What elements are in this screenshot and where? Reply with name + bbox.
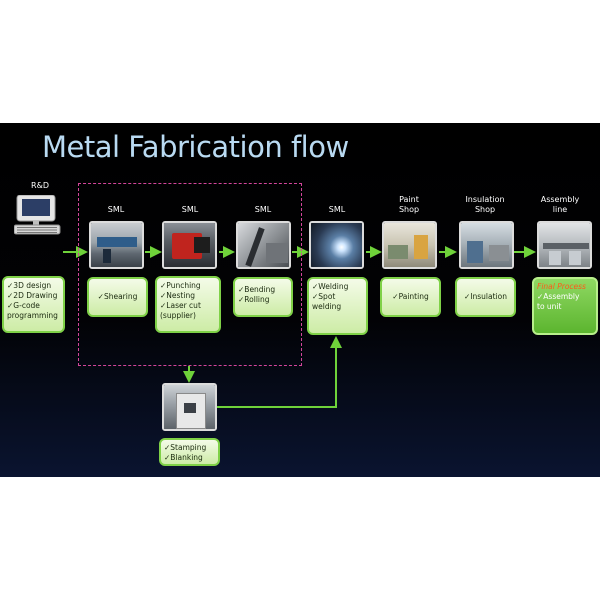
stage-box-shearing: ✓Shearing: [87, 277, 148, 317]
stage-label-assembly: Assembly line: [540, 195, 580, 214]
list-item: ✓Insulation: [464, 292, 507, 301]
list-item: ✓Painting: [392, 292, 429, 301]
insulation-shop-photo: [459, 221, 514, 269]
list-item: ✓Nesting: [160, 291, 195, 300]
computer-icon: [13, 194, 62, 235]
slide: Metal Fabrication flow R&D: [0, 123, 600, 477]
flow-arrows: [63, 246, 536, 408]
stage-label-bending: SML: [254, 205, 272, 214]
paint-shop-photo: [382, 221, 437, 269]
list-item: ✓Shearing: [97, 292, 138, 301]
stage-label-rnd: R&D: [31, 181, 49, 190]
sml-group-outline: [78, 183, 302, 366]
list-item: ✓Bending: [238, 285, 276, 294]
stage-label-punching: SML: [181, 205, 199, 214]
stage-box-stamping: ✓Stamping ✓Blanking: [159, 438, 220, 466]
list-item: ✓3D design: [7, 281, 52, 290]
list-item: ✓Rolling: [238, 295, 270, 304]
assembly-line-photo: [537, 221, 592, 269]
list-item: ✓Spot welding: [312, 292, 342, 311]
stage-box-insulation: ✓Insulation: [455, 277, 516, 317]
stage-box-bending: ✓Bending ✓Rolling: [233, 277, 293, 317]
page-title: Metal Fabrication flow: [42, 130, 349, 164]
list-item: ✓2D Drawing: [7, 291, 58, 300]
list-item: ✓Laser cut (supplier): [160, 301, 201, 320]
shearing-machine-photo: [89, 221, 144, 269]
stage-box-welding: ✓Welding ✓Spot welding: [307, 277, 368, 335]
stamping-press-photo: [162, 383, 217, 431]
stage-label-shearing: SML: [107, 205, 125, 214]
stage-box-rnd: ✓3D design ✓2D Drawing ✓G-code programmi…: [2, 276, 65, 333]
final-process-title: Final Process: [537, 282, 586, 291]
list-item: ✓Blanking: [164, 453, 203, 462]
stage-label-paint: Paint Shop: [398, 195, 420, 214]
list-item: ✓G-code programming: [7, 301, 58, 320]
list-item: ✓Stamping: [164, 443, 207, 452]
stage-box-paint: ✓Painting: [380, 277, 441, 317]
list-item: ✓Welding: [312, 282, 349, 291]
press-brake-photo: [236, 221, 291, 269]
stage-box-punching: ✓Punching ✓Nesting ✓Laser cut (supplier): [155, 276, 221, 333]
list-item: ✓Punching: [160, 281, 201, 290]
stage-label-welding: SML: [328, 205, 346, 214]
turret-punch-photo: [162, 221, 217, 269]
stage-box-assembly: Final Process ✓Assembly to unit: [532, 277, 598, 335]
welding-photo: [309, 221, 364, 269]
list-item: ✓Assembly to unit: [537, 292, 580, 311]
arrow-stamping-welding: [217, 336, 342, 408]
stage-label-insulation: Insulation Shop: [465, 195, 505, 214]
